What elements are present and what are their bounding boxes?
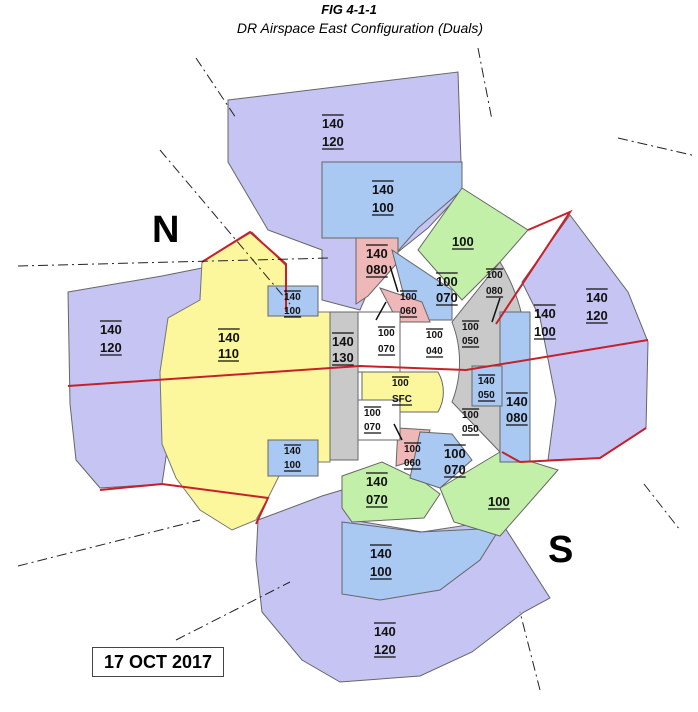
alt-top: 140 [322, 116, 344, 131]
alt-top: 140 [372, 182, 394, 197]
alt-top: 100 [462, 322, 479, 333]
red-boundary-nw [201, 230, 287, 312]
alt-bottom: 100 [372, 200, 394, 215]
inner-ne-blue [391, 248, 453, 321]
alt-bottom: 070 [444, 462, 466, 477]
date-stamp: 17 OCT 2017 [92, 647, 224, 677]
inner-ne-pink [378, 287, 431, 323]
inner-se-blue [409, 431, 473, 489]
red-boundary-se [501, 427, 647, 464]
alt-bottom: 100 [284, 460, 301, 471]
altitude-labels: 140 120 140 100 100 140 080 100 080 140 … [100, 114, 608, 658]
alt-bottom: 080 [506, 410, 528, 425]
red-boundary-sw [99, 482, 270, 525]
alt-top: 100 [404, 444, 421, 455]
alt-top: 140 [534, 306, 556, 321]
south-blue-sector [341, 521, 501, 601]
red-boundary-ne [495, 209, 573, 325]
alt-bottom: 070 [366, 492, 388, 507]
alt-top: 100 [426, 330, 443, 341]
alt-bottom: 110 [218, 346, 239, 361]
alt-top: 140 [586, 290, 608, 305]
alt-bottom: 060 [404, 458, 421, 469]
alt-top: 100 [378, 328, 395, 339]
alt-bottom: 120 [586, 308, 608, 323]
se-green-sector [439, 451, 559, 537]
compass-south-label: S [548, 529, 573, 571]
alt-top: 100 [486, 270, 503, 281]
alt-bottom: 050 [462, 336, 479, 347]
alt-top: 140 [218, 330, 240, 345]
figure-number: FIG 4-1-1 [321, 2, 377, 17]
alt-bottom: 070 [378, 344, 395, 355]
alt-top: 140 [100, 322, 122, 337]
west-gray-block [329, 311, 359, 461]
alt-bottom: 130 [332, 350, 354, 365]
flow-arrows [375, 265, 501, 441]
alt-bottom: 100 [452, 234, 474, 249]
alt-top: 140 [284, 292, 301, 303]
ne-green-sector [417, 187, 529, 301]
airway-lines [17, 47, 697, 691]
alt-top: 140 [506, 394, 528, 409]
alt-bottom: 080 [366, 262, 388, 277]
alt-bottom: 050 [478, 390, 495, 401]
alt-top: 140 [374, 624, 396, 639]
alt-top: 100 [462, 410, 479, 421]
center-gray-s [357, 399, 401, 441]
east-blue-tab [499, 311, 531, 463]
alt-top: 100 [392, 378, 409, 389]
alt-top: 140 [284, 446, 301, 457]
sw-blue-tab [267, 439, 319, 477]
alt-bottom: 100 [488, 494, 510, 509]
alt-top: 100 [444, 446, 466, 461]
alt-bottom: SFC [392, 394, 412, 405]
alt-bottom: 070 [436, 290, 458, 305]
alt-top: 140 [370, 546, 392, 561]
alt-bottom: 070 [364, 422, 381, 433]
alt-bottom: 100 [284, 306, 301, 317]
center-white [357, 311, 401, 373]
alt-bottom: 050 [462, 424, 479, 435]
north-pink-sector [355, 237, 399, 305]
alt-bottom: 100 [534, 324, 556, 339]
compass-north-label: N [152, 209, 179, 251]
alt-top: 100 [400, 292, 417, 303]
alt-bottom: 120 [374, 642, 396, 657]
alt-bottom: 080 [486, 286, 503, 297]
red-boundary-west [67, 339, 649, 387]
alt-bottom: 060 [400, 306, 417, 317]
figure-title: DR Airspace East Configuration (Duals) [236, 20, 484, 36]
alt-bottom: 120 [100, 340, 122, 355]
alt-top: 140 [366, 474, 388, 489]
alt-bottom: 040 [426, 346, 443, 357]
alt-top: 140 [332, 334, 354, 349]
east-blue-tab-2 [471, 365, 503, 407]
alt-bottom: 120 [322, 134, 344, 149]
alt-top: 100 [436, 274, 458, 289]
alt-top: 100 [364, 408, 381, 419]
alt-bottom: 100 [370, 564, 392, 579]
alt-top: 140 [478, 376, 495, 387]
alt-top: 140 [366, 246, 388, 261]
